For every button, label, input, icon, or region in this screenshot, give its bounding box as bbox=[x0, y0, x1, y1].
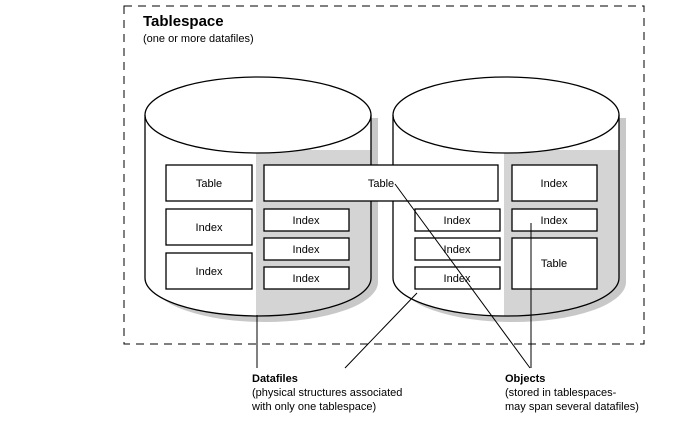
df1-table-box: Table bbox=[165, 164, 253, 202]
tablespace-boundary bbox=[123, 5, 645, 345]
box-label: Index bbox=[541, 178, 568, 190]
df2-table-box: Table bbox=[511, 237, 598, 290]
box-label: Index bbox=[293, 215, 320, 227]
df2-index-box-4: Index bbox=[511, 164, 598, 202]
datafiles-callout-title: Datafiles bbox=[252, 373, 298, 385]
tablespace-title: Tablespace bbox=[143, 13, 224, 30]
box-label: Index bbox=[444, 244, 471, 256]
df1-index-box-2: Index bbox=[165, 252, 253, 290]
box-label: Index bbox=[293, 244, 320, 256]
df1-small-index-box-2: Index bbox=[263, 237, 350, 261]
box-label: Index bbox=[444, 273, 471, 285]
df2-index-box-2: Index bbox=[414, 237, 501, 261]
leader-line-datafile-2 bbox=[344, 292, 418, 369]
leader-line-object-table bbox=[394, 183, 531, 369]
tablespace-subtitle: (one or more datafiles) bbox=[143, 33, 254, 45]
datafiles-callout: Datafiles (physical structures associate… bbox=[252, 372, 402, 414]
box-label: Table bbox=[541, 258, 567, 270]
df1-small-index-box-3: Index bbox=[263, 266, 350, 290]
df2-index-box-5: Index bbox=[511, 208, 598, 232]
df1-index-box-1: Index bbox=[165, 208, 253, 246]
objects-callout-title: Objects bbox=[505, 373, 546, 385]
box-label: Index bbox=[196, 222, 223, 234]
box-label: Index bbox=[541, 215, 568, 227]
objects-callout-line2: may span several datafiles) bbox=[505, 401, 639, 413]
objects-callout-line1: (stored in tablespaces- bbox=[505, 387, 617, 399]
box-label: Index bbox=[293, 273, 320, 285]
box-label: Table bbox=[196, 178, 222, 190]
df2-index-box-1: Index bbox=[414, 208, 501, 232]
box-label: Index bbox=[196, 266, 223, 278]
spanning-table-box: Table bbox=[263, 164, 499, 202]
box-label: Table bbox=[368, 178, 394, 190]
datafiles-callout-line1: (physical structures associated bbox=[252, 387, 403, 399]
df2-index-box-3: Index bbox=[414, 266, 501, 290]
df1-small-index-box-1: Index bbox=[263, 208, 350, 232]
objects-callout: Objects (stored in tablespaces- may span… bbox=[505, 372, 639, 414]
datafiles-callout-line2: with only one tablespace) bbox=[252, 401, 377, 413]
box-label: Index bbox=[444, 215, 471, 227]
